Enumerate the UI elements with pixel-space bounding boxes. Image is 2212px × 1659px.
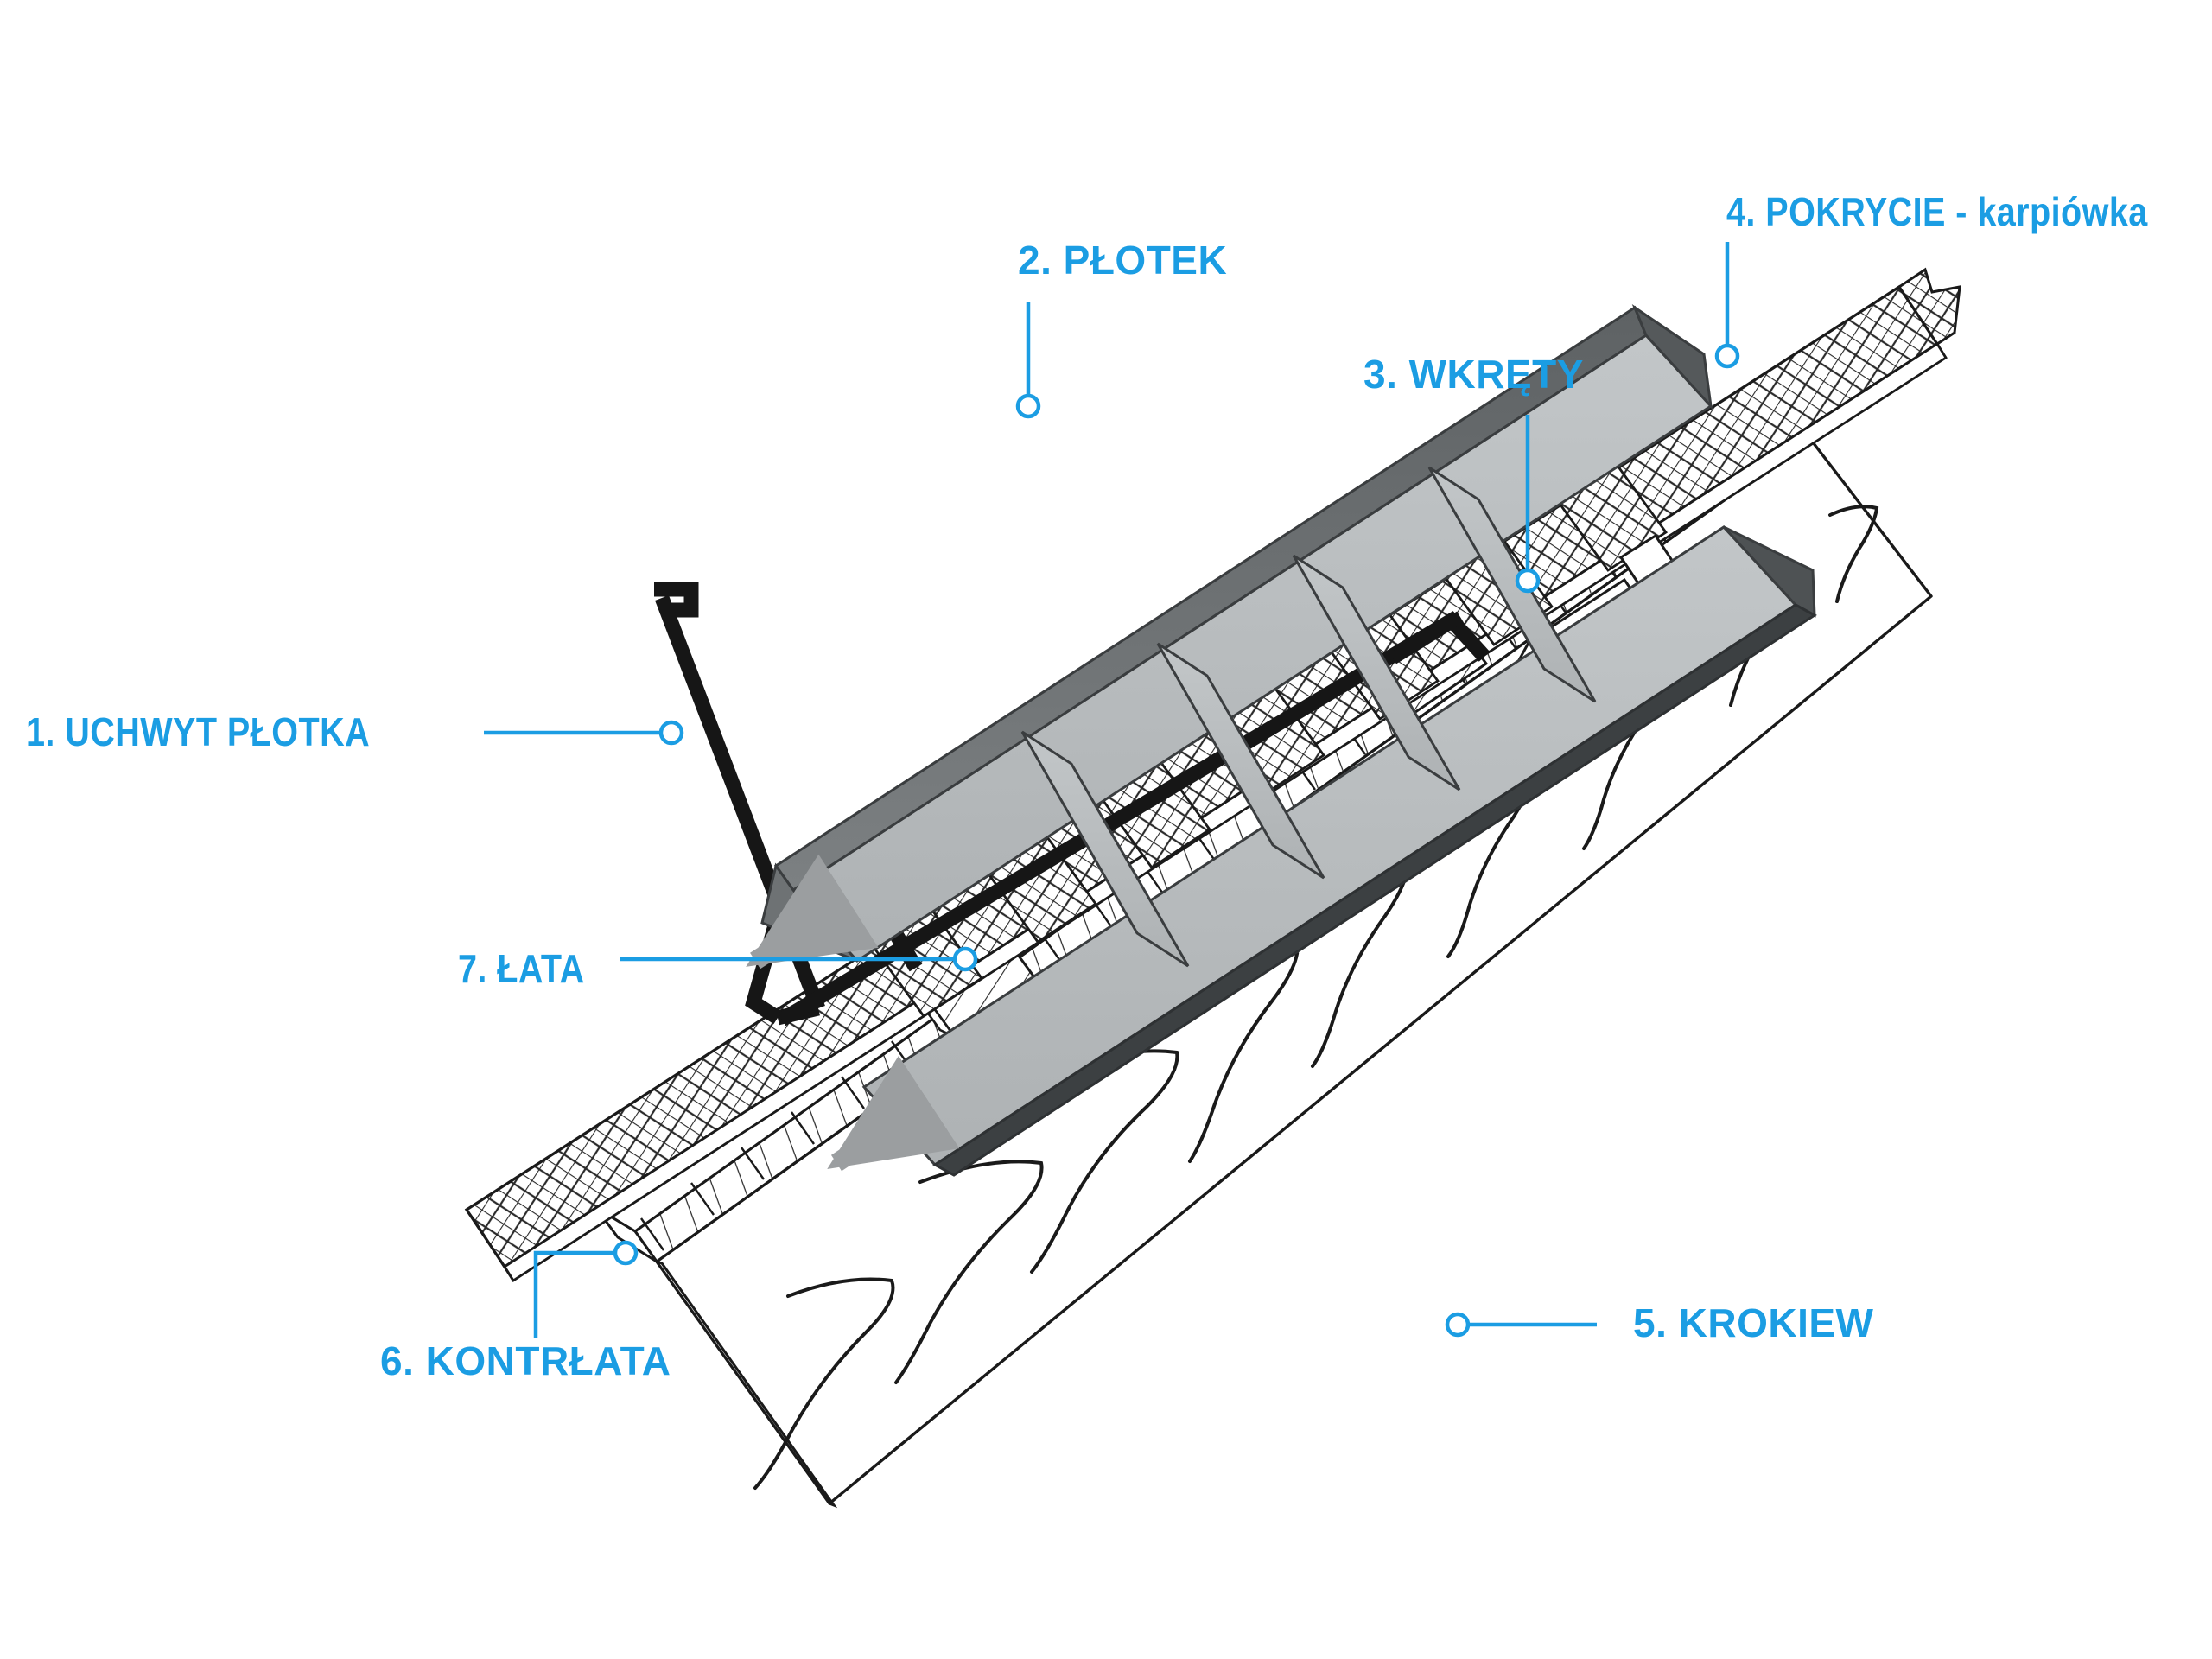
callout-label-7-lata: 7. ŁATA xyxy=(458,946,585,991)
callout-label-4-pokrycie-karpiowka: 4. POKRYCIE - karpiówka xyxy=(1726,189,2148,234)
callout-label-3-wkrety: 3. WKRĘTY xyxy=(1363,352,1584,397)
leader-2-plotek xyxy=(1015,302,1041,419)
leader-7-lata xyxy=(620,946,978,972)
bracket-rail-upper xyxy=(1389,611,1464,664)
fence-continuation-arrow-front xyxy=(827,1055,960,1172)
callout-label-2-plotek: 2. PŁOTEK xyxy=(1018,238,1228,283)
callout-label-6-kontrlata: 6. KONTRŁATA xyxy=(380,1338,671,1383)
leader-1-uchwyt-plotka xyxy=(484,720,684,746)
leader-3-wkrety xyxy=(1515,415,1541,594)
leader-4-pokrycie xyxy=(1714,242,1740,369)
leader-6-kontrlata xyxy=(533,1240,639,1338)
leader-5-krokiew xyxy=(1445,1312,1597,1338)
callout-label-1-uchwyt-plotka: 1. UCHWYT PŁOTKA xyxy=(26,709,371,754)
fence-continuation-arrow-back xyxy=(746,854,879,969)
callout-label-5-krokiew: 5. KROKIEW xyxy=(1633,1300,1874,1345)
snow-fence-plotek xyxy=(746,304,1817,1177)
fence-cross-bars xyxy=(1020,466,1597,968)
